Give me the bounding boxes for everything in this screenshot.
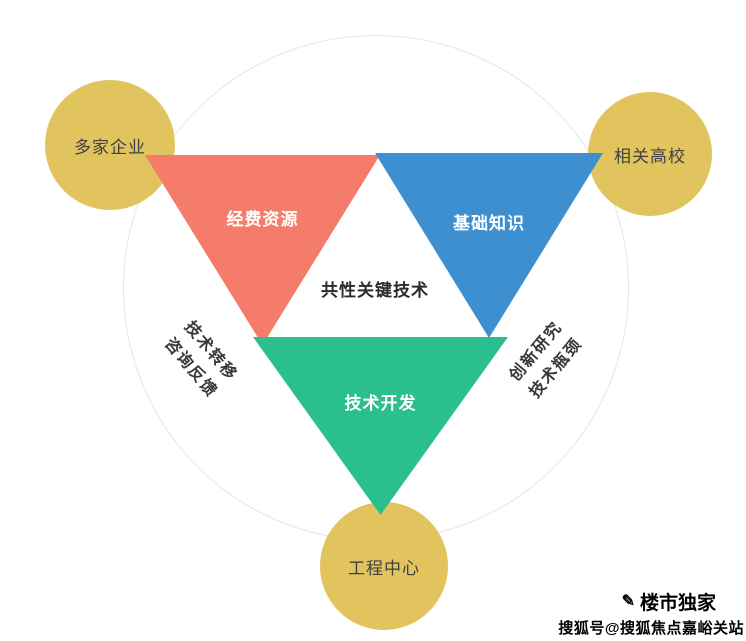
triangle-knowledge-label: 基础知识 [453, 214, 525, 233]
triangle-funding-label: 经费资源 [226, 210, 299, 229]
watermark-title-row: ✎ 楼市独家 [558, 588, 716, 615]
watermark-source-line: 搜狐号@搜狐焦点嘉峪关站 [558, 620, 744, 637]
node-universities-label: 相关高校 [614, 146, 686, 166]
triangle-development-label: 技术开发 [344, 394, 417, 413]
center-label: 共性关键技术 [321, 281, 429, 300]
node-engineering-center: 工程中心 [320, 502, 448, 630]
node-enterprises: 多家企业 [45, 80, 175, 210]
watermark-account-name: 楼市独家 [639, 593, 716, 614]
node-universities: 相关高校 [588, 92, 712, 216]
node-engineering-center-label: 工程中心 [348, 558, 420, 578]
watermark-logo-icon: ✎ [621, 592, 635, 610]
node-enterprises-label: 多家企业 [74, 137, 146, 157]
watermark: ✎ 楼市独家 搜狐号@搜狐焦点嘉峪关站 [558, 588, 744, 638]
